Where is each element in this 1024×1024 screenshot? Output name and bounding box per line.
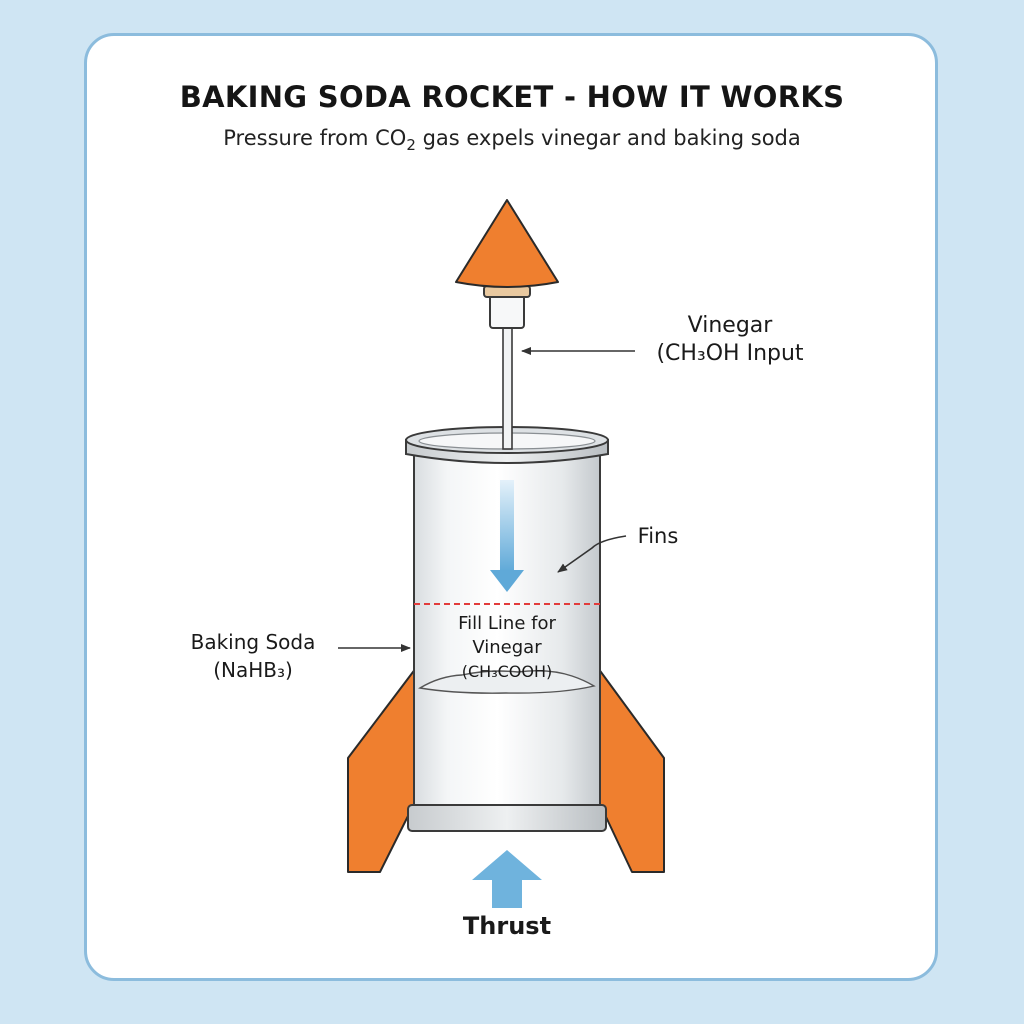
fill-line-label-line1: Fill Line for [458,613,556,634]
thrust-label-text: Thrust [462,912,552,940]
thrust-arrow [472,850,542,908]
fins-pointer [557,535,627,573]
nose-cone [455,199,559,288]
vinegar-label: Vinegar (CH₃OH Input [640,312,820,368]
subtitle-subscript: 2 [406,136,416,155]
diagram-subtitle: Pressure from CO2 gas expels vinegar and… [0,126,1024,154]
left-fin [347,667,417,873]
diagram-title: BAKING SODA ROCKET - HOW IT WORKS [179,80,845,114]
subtitle-start: Pressure from CO [223,126,407,150]
flow-arrow-down [490,570,524,592]
baking-soda-label-line1: Baking Soda [190,630,316,654]
thrust-label: Thrust [447,912,567,940]
fill-line-label: Fill Line for Vinegar (CH₃COOH) [432,612,582,684]
baking-soda-pile [418,669,596,694]
fill-line-label-line2: Vinegar [472,637,542,658]
fill-line-label-line3: (CH₃COOH) [461,662,553,681]
baking-soda-label-line2: (NaHB₃) [213,658,293,682]
vinegar-label-line2: (CH₃OH Input [656,341,804,366]
fins-label: Fins [628,522,688,550]
subtitle-end: gas expels vinegar and baking soda [415,126,801,150]
bottom-rim [407,804,607,832]
input-rod [502,324,513,450]
rod-connector [489,293,525,329]
vinegar-label-line1: Vinegar [687,313,773,338]
fins-label-text: Fins [637,524,679,548]
right-fin [597,667,665,873]
baking-soda-label: Baking Soda (NaHB₃) [178,628,328,684]
